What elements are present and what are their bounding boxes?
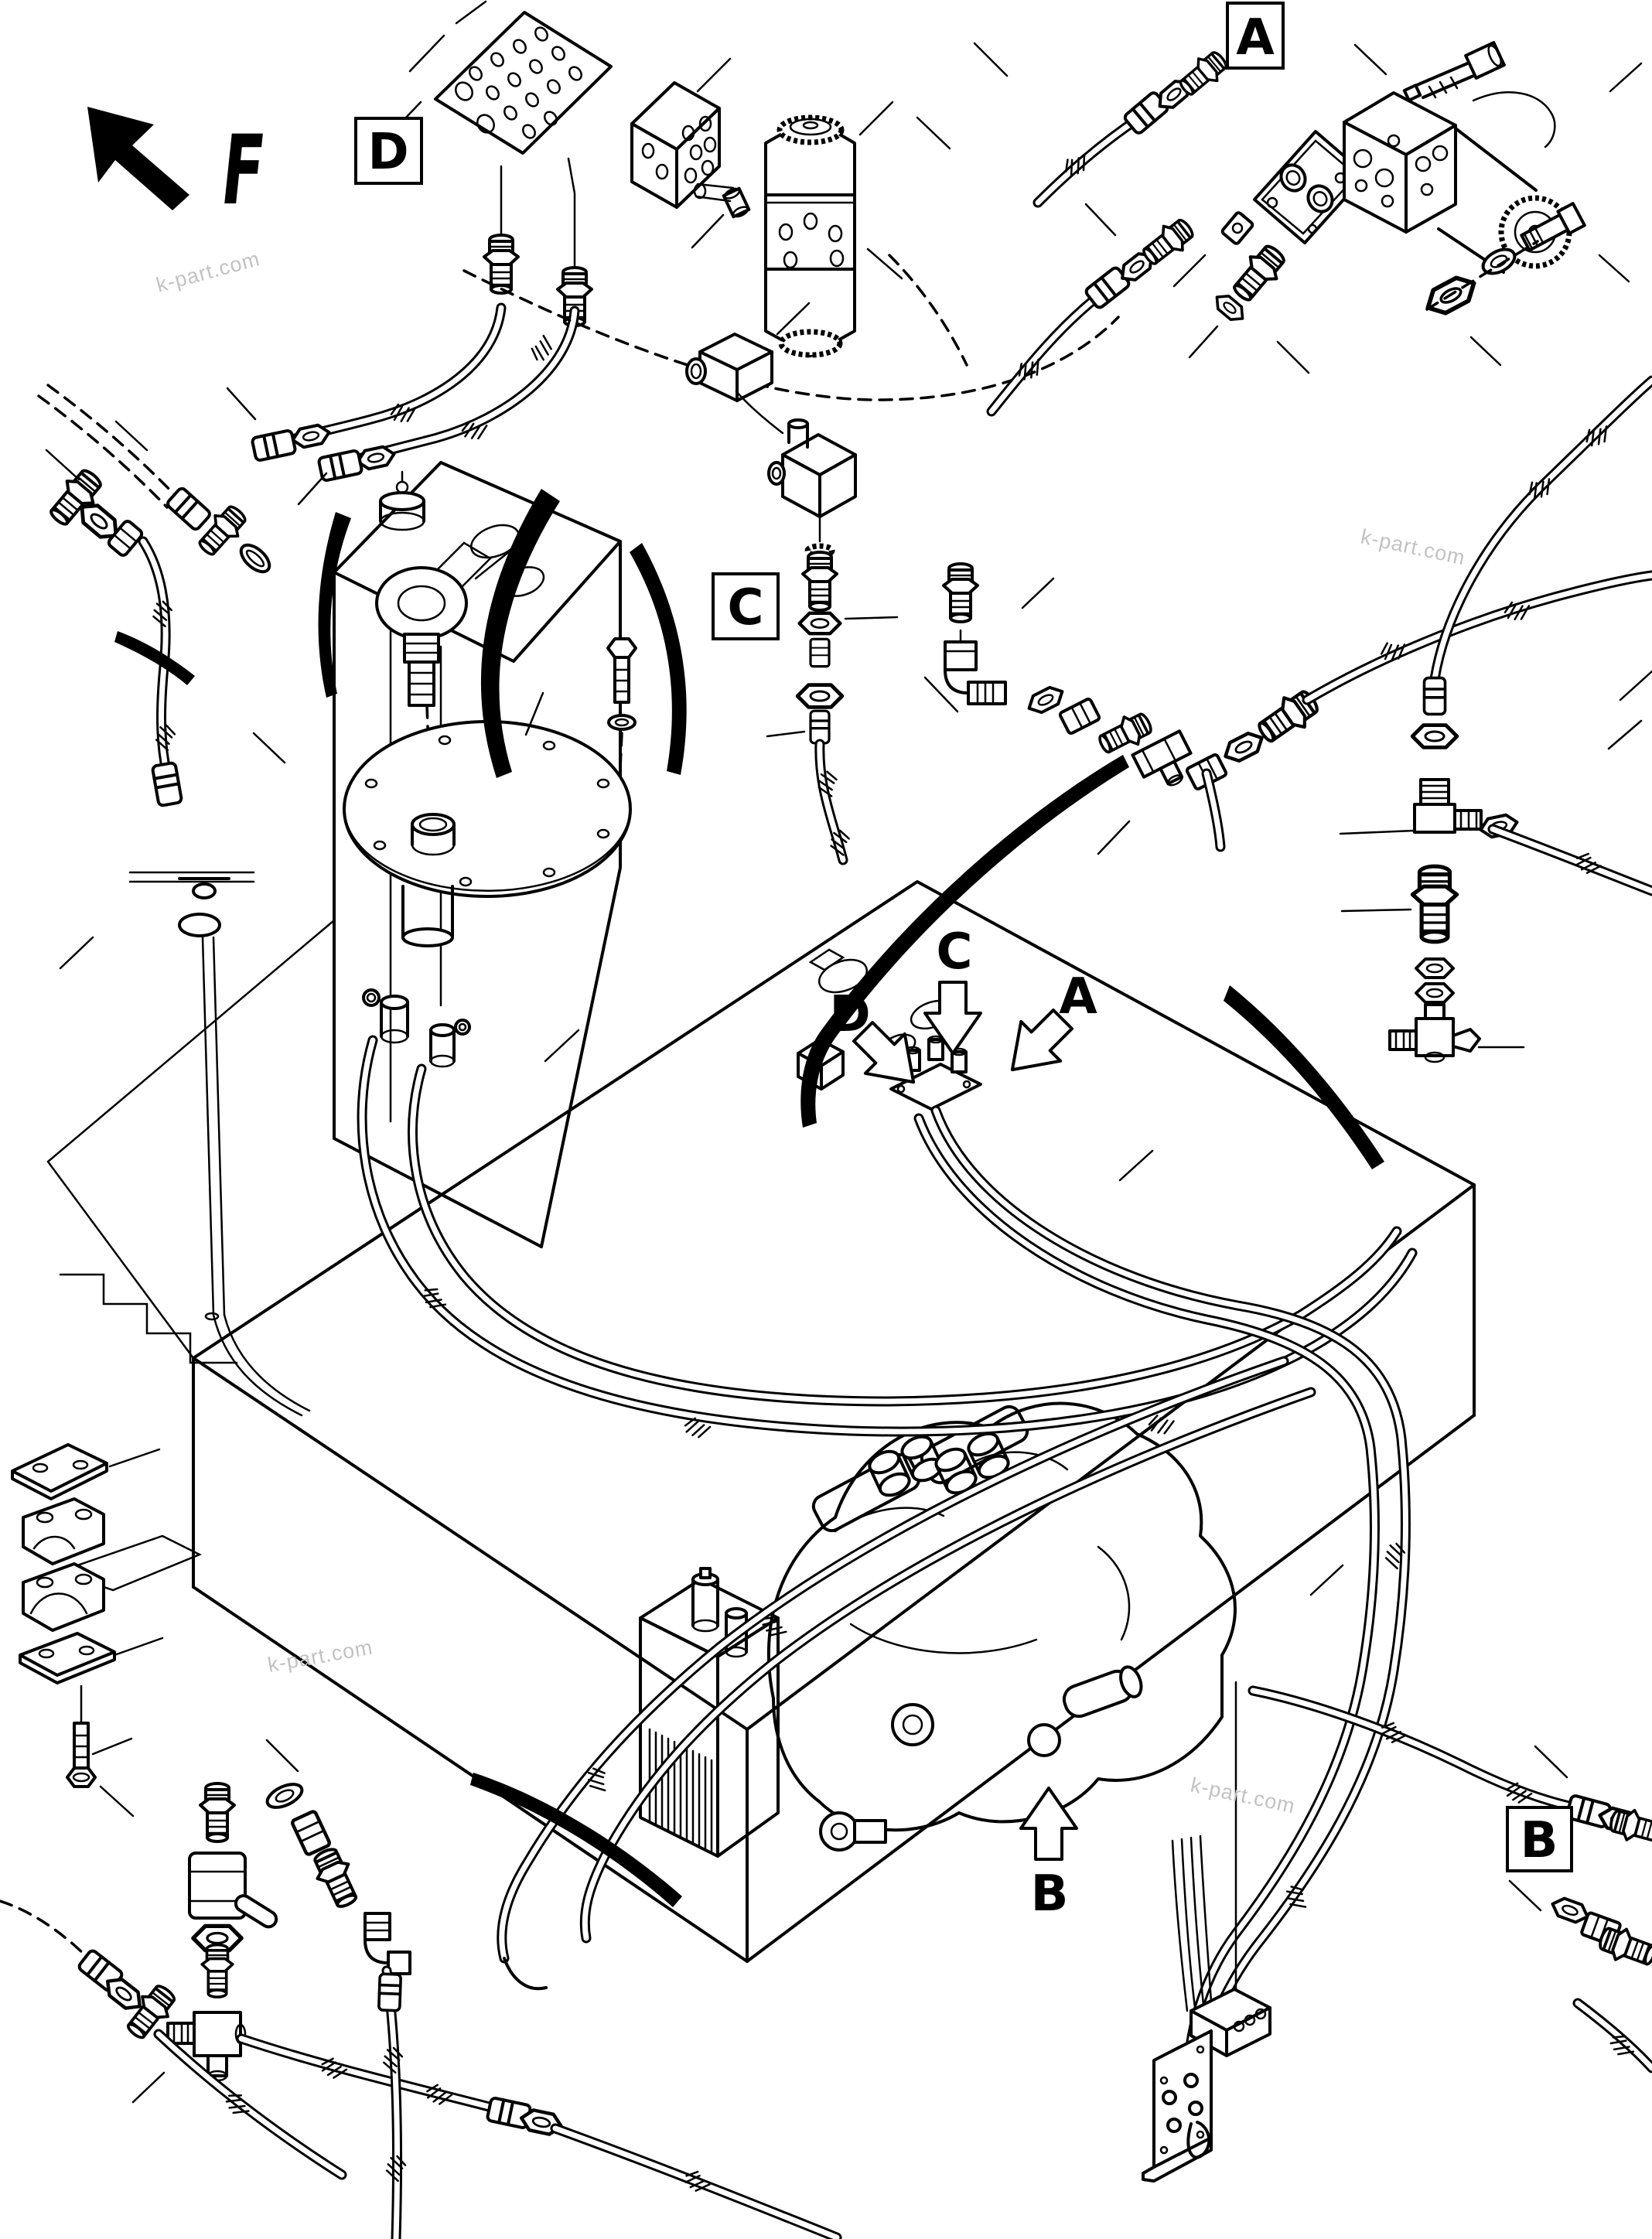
view-direction-arrow-icon xyxy=(87,107,189,210)
bottom-tee xyxy=(166,2011,247,2082)
arrow-label-a: A xyxy=(1059,968,1097,1026)
round-cover-plate xyxy=(343,720,632,947)
watermark-1: k-part.com xyxy=(154,247,263,297)
arrow-label-b: B xyxy=(1031,1865,1069,1923)
a-valve-block xyxy=(1343,91,1572,274)
section-box-b-label: B xyxy=(1521,1812,1558,1869)
callout-arrow-d: D xyxy=(829,986,933,1102)
c-manifold xyxy=(735,390,857,518)
bottom-left-hose-group xyxy=(0,1782,837,2239)
section-box-c: C xyxy=(712,572,780,640)
arrow-label-d: D xyxy=(829,986,870,1043)
radiator xyxy=(639,1578,780,1858)
watermark-4: k-part.com xyxy=(1189,1773,1298,1818)
detail-group-d xyxy=(250,11,1120,483)
watermark-3: k-part.com xyxy=(266,1635,375,1676)
watermark-2: k-part.com xyxy=(1359,525,1468,570)
section-box-d: D xyxy=(354,117,423,185)
callout-arrow-b: B xyxy=(1019,1787,1078,1923)
callout-arrow-a: A xyxy=(992,968,1097,1090)
elbow-fitting xyxy=(944,640,1007,705)
pointer-swooshes xyxy=(114,489,1384,1907)
c-upper-valve xyxy=(685,333,773,402)
hose-bundles xyxy=(201,936,1412,2053)
tank-side-fittings xyxy=(362,988,471,1068)
plate-bolt xyxy=(606,637,637,704)
d-manifold-block xyxy=(630,81,721,209)
section-box-a-label: A xyxy=(1236,9,1275,67)
engine xyxy=(639,1401,1237,1858)
left-elbow-group xyxy=(42,462,184,808)
detail-group-b xyxy=(1253,1691,1652,2068)
view-direction-group: F xyxy=(87,107,270,227)
arrow-label-c: C xyxy=(937,923,973,981)
upper-tee xyxy=(1413,778,1483,834)
callout-arrow-c: C xyxy=(923,923,982,1055)
tank-valve-mount xyxy=(881,1035,982,1111)
view-letter: F xyxy=(217,115,270,227)
dipstick xyxy=(128,871,255,1321)
detail-group-c xyxy=(685,333,857,860)
lower-tee xyxy=(1388,1003,1481,1063)
breather-plate-group xyxy=(37,384,637,947)
clamp-stack xyxy=(11,1443,203,1788)
section-box-d-label: D xyxy=(367,124,408,181)
mid-right-fitting-chain xyxy=(942,562,1652,847)
section-box-c-label: C xyxy=(728,579,764,637)
detail-group-a xyxy=(992,41,1586,411)
a-bolt-top xyxy=(1402,41,1506,102)
bl-elbow xyxy=(364,1912,411,1975)
leader-lines xyxy=(45,0,1652,2104)
ball-valve xyxy=(188,1852,278,1929)
d-solenoid-valve xyxy=(695,114,856,358)
right-tee-chain xyxy=(1388,381,1652,1063)
bottom-bracket xyxy=(1142,1835,1271,2183)
breather-elbow xyxy=(375,566,468,707)
intake-horns xyxy=(868,1432,1010,1497)
tee-fitting xyxy=(1131,729,1193,787)
section-box-a: A xyxy=(1226,2,1285,70)
section-box-b: B xyxy=(1506,1806,1573,1872)
